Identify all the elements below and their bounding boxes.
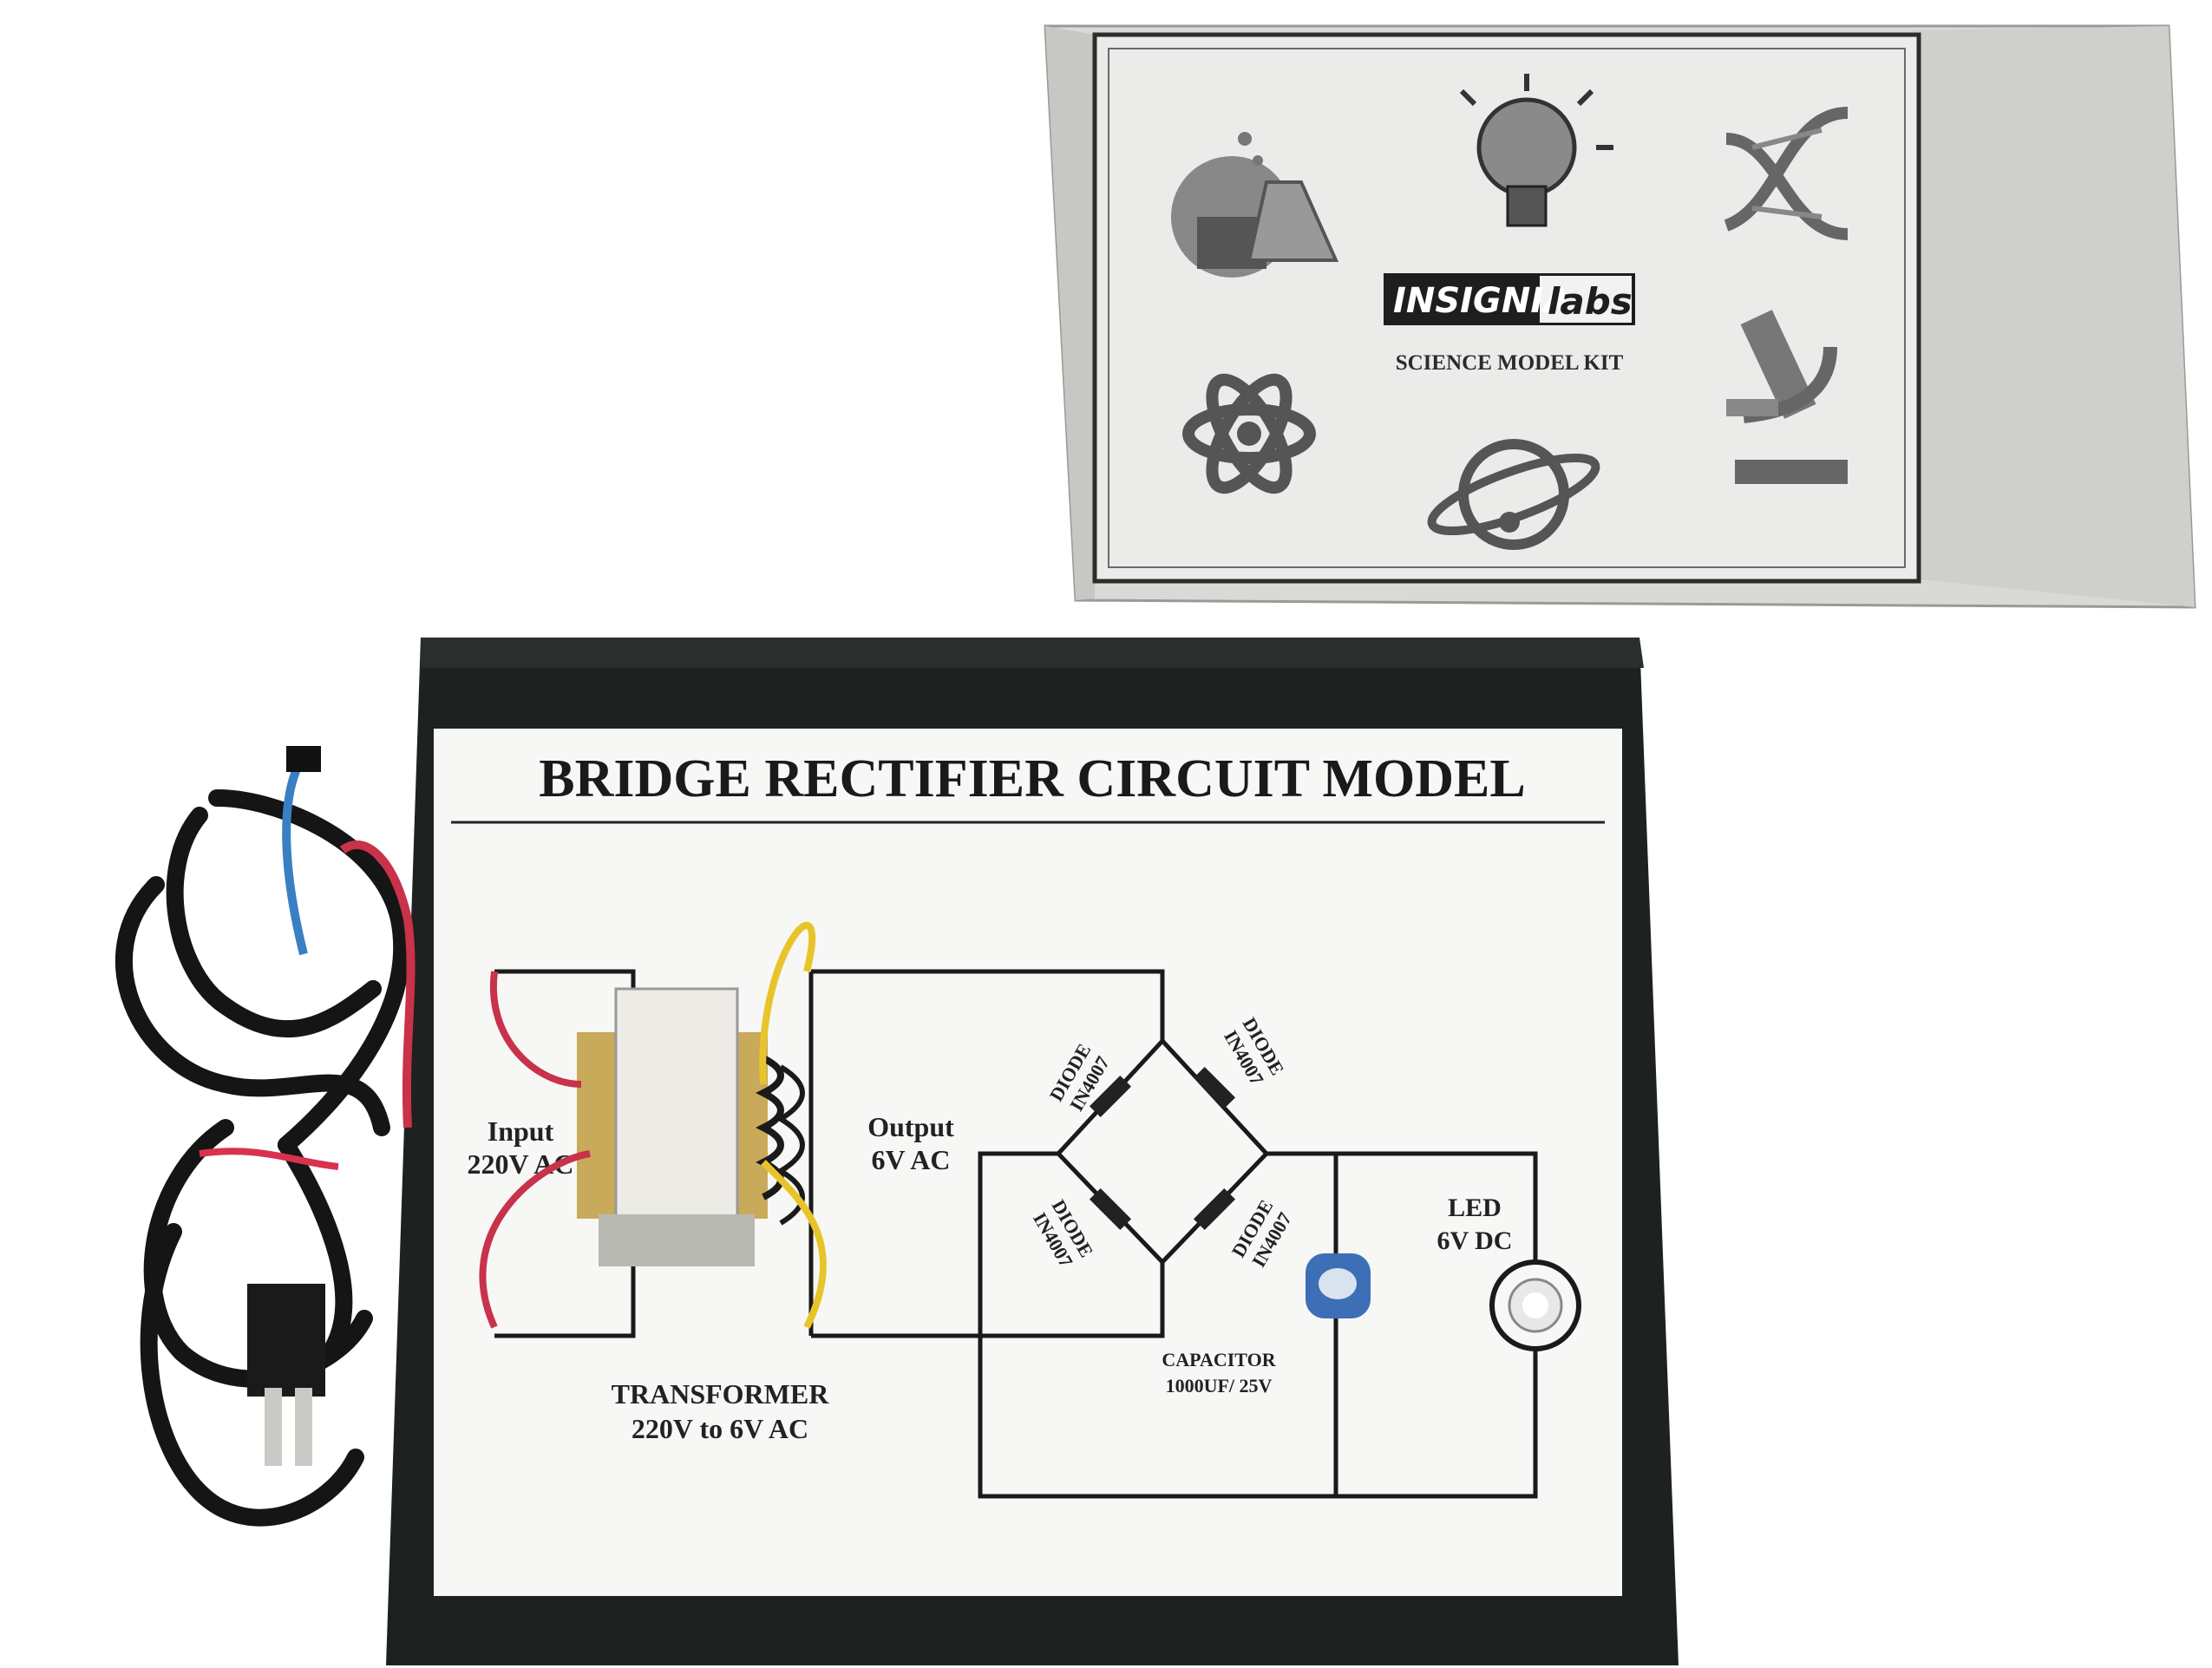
diodes bbox=[1089, 1066, 1236, 1231]
board-title: BRIDGE RECTIFIER CIRCUIT MODEL bbox=[539, 749, 1525, 808]
red-lead bbox=[339, 841, 416, 1128]
output-label-1: Output bbox=[867, 1111, 954, 1142]
lead-cap bbox=[286, 746, 321, 772]
brand-main: INSIGNIA bbox=[1393, 281, 1570, 321]
led-label-2: 6V DC bbox=[1437, 1226, 1513, 1255]
planet-icon bbox=[1427, 439, 1600, 550]
yellow-wire-bottom bbox=[761, 1160, 827, 1329]
capacitor-label-2: 1000UF/ 25V bbox=[1166, 1375, 1273, 1397]
rubber-band bbox=[199, 1148, 339, 1170]
capacitor bbox=[1306, 1253, 1371, 1318]
input-label-1: Input bbox=[488, 1115, 554, 1147]
transformer-label-1: TRANSFORMER bbox=[612, 1378, 830, 1410]
transformer-label-2: 220V to 6V AC bbox=[632, 1413, 808, 1444]
red-wire-top bbox=[489, 971, 582, 1088]
circuit-board: BRIDGE RECTIFIER CIRCUIT MODEL Input 220… bbox=[386, 638, 1679, 1665]
bulb-icon bbox=[1459, 74, 1613, 227]
brand-logo: INSIGNIA labs bbox=[1384, 273, 1635, 325]
brand-sub: labs bbox=[1548, 280, 1633, 323]
blue-lead bbox=[282, 761, 308, 956]
flask-icon bbox=[1171, 132, 1339, 278]
kit-box: INSIGNIA labs SCIENCE MODEL KIT bbox=[1044, 24, 2196, 609]
power-cord bbox=[115, 789, 411, 1527]
output-label-2: 6V AC bbox=[872, 1144, 951, 1175]
box-subtitle: SCIENCE MODEL KIT bbox=[1396, 351, 1624, 375]
yellow-wire-top bbox=[759, 922, 816, 1085]
red-wire-bottom bbox=[479, 1150, 591, 1329]
led-label-1: LED bbox=[1448, 1194, 1502, 1222]
power-plug bbox=[247, 1284, 325, 1466]
dna-icon bbox=[1724, 107, 1849, 240]
microscope-icon bbox=[1726, 310, 1848, 484]
capacitor-label-1: CAPACITOR bbox=[1162, 1349, 1276, 1370]
transformer bbox=[577, 987, 805, 1266]
atom-icon bbox=[1182, 373, 1316, 494]
led bbox=[1508, 1278, 1563, 1333]
